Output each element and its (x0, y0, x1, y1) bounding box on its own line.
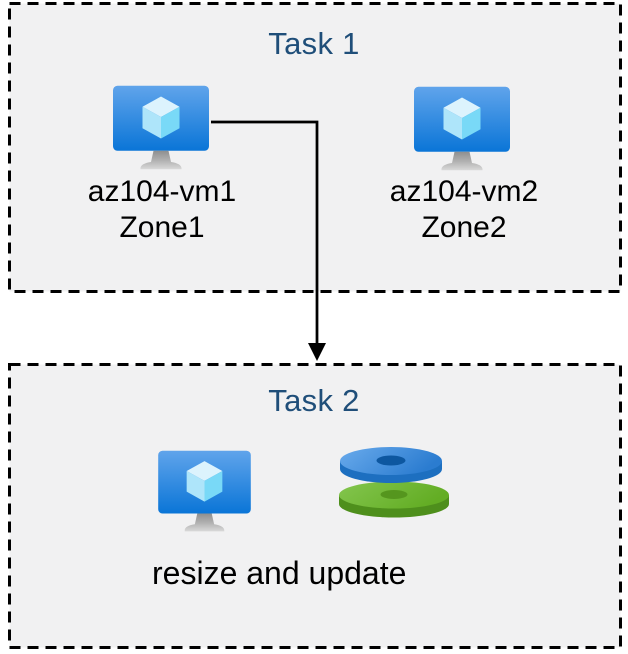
virtual-machine-icon (157, 450, 252, 532)
task2-box (8, 363, 622, 649)
task2-caption: resize and update (152, 555, 407, 591)
task1-box (8, 2, 622, 293)
vm1-label: az104-vm1 Zone1 (42, 174, 282, 246)
virtual-machine-icon (413, 86, 511, 171)
vm1-name-label: az104-vm1 (87, 175, 237, 208)
vm1-zone-label: Zone1 (119, 211, 205, 244)
virtual-machine-icon (112, 85, 210, 170)
task2-title: Task 2 (268, 383, 360, 418)
task1-title: Task 1 (268, 26, 360, 61)
vm2-zone-label: Zone2 (421, 211, 507, 244)
vm2-label: az104-vm2 Zone2 (344, 174, 584, 246)
connector-arrow-line (211, 120, 319, 344)
managed-disks-icon (339, 447, 449, 518)
connector-arrowhead-icon (308, 343, 326, 361)
vm2-name-label: az104-vm2 (389, 175, 539, 208)
